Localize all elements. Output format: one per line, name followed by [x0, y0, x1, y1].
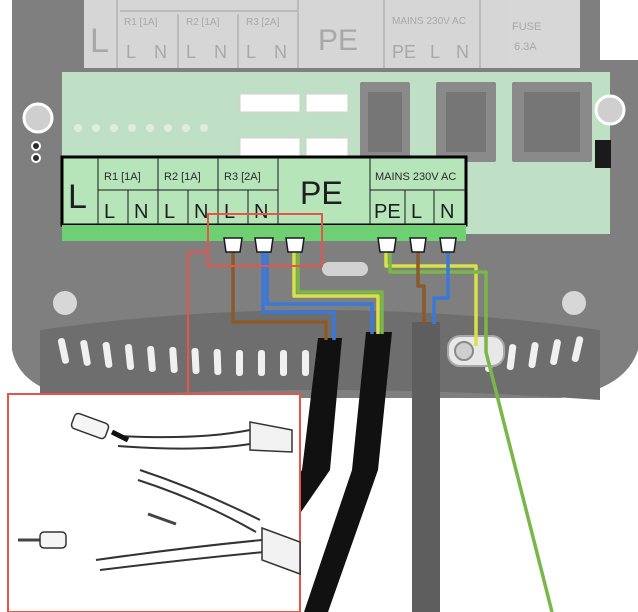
mounting-hole-left [53, 291, 77, 315]
top-terminal-ln-1: N [154, 42, 167, 62]
fuse-title: FUSE [512, 21, 541, 33]
mounting-hole-right [562, 291, 586, 315]
mains-wire-n [432, 248, 450, 324]
mains-cable [412, 322, 440, 612]
ferrule-detail-sketch [18, 412, 301, 576]
fuse-value: 6.3A [514, 41, 537, 53]
led-top [31, 141, 41, 151]
relay-cable-right [304, 332, 392, 612]
board-connectors [239, 93, 349, 157]
terminal-green-base [62, 225, 466, 241]
wire-ferrules [223, 237, 457, 253]
top-terminal-r3: R3 [2A] [246, 17, 280, 28]
terminal-dividers [97, 157, 466, 225]
top-terminal-mains-pin-2: N [456, 42, 469, 62]
wire-green [296, 248, 384, 334]
top-terminal-mains-pin-1: L [430, 42, 440, 62]
main-terminal-r2: R2 [1A] [164, 171, 201, 183]
wire-yellow [292, 248, 380, 334]
board-screw-left [22, 102, 54, 134]
main-terminal-mains-pin-0: PE [374, 201, 401, 223]
relay-wires [231, 248, 384, 340]
mains-wire-pe-green [388, 248, 554, 612]
wire-blue [261, 248, 336, 340]
board-dots [74, 124, 208, 132]
main-terminal-mains-pin-2: N [440, 201, 454, 223]
main-terminal-ln-3: N [194, 201, 208, 223]
top-terminal-ln-5: N [274, 42, 287, 62]
wire-brown [231, 248, 328, 340]
main-terminal-pe: PE [300, 175, 343, 211]
top-terminal-ln-4: L [246, 42, 256, 62]
callout-leader-line [187, 251, 208, 394]
top-terminal-ln-2: L [186, 42, 196, 62]
mains-wire-pe-yellow [384, 248, 478, 346]
main-terminal-ln-0: L [104, 201, 115, 223]
main-terminal-mains: MAINS 230V AC [375, 171, 456, 183]
top-terminal-pe: PE [318, 24, 358, 57]
top-terminal-block [84, 0, 580, 68]
top-terminal-ln-3: N [214, 42, 227, 62]
main-terminal-r1: R1 [1A] [104, 171, 141, 183]
relay-cable-left [206, 338, 342, 612]
top-terminal-l: L [90, 22, 109, 60]
top-terminal-ln-0: L [126, 42, 136, 62]
main-terminal-mains-pin-1: L [411, 201, 422, 223]
jumper-block [595, 140, 611, 168]
board-screw-right [594, 94, 626, 126]
led-bottom [31, 153, 41, 163]
main-terminal-l: L [68, 178, 87, 216]
callout-highlight-box [207, 213, 323, 267]
cable-clamp-hole [454, 341, 474, 361]
top-terminal-r2: R2 [1A] [186, 17, 220, 28]
main-terminal-r3: R3 [2A] [224, 171, 261, 183]
cable-slot [322, 262, 368, 276]
top-terminal-r1: R1 [1A] [124, 17, 158, 28]
mains-wire-l [416, 248, 426, 324]
wire-blue-2 [265, 248, 374, 334]
main-terminal-ln-5: N [254, 201, 268, 223]
relay-inner [368, 92, 580, 152]
top-terminal-mains-pin-0: PE [392, 42, 416, 62]
main-terminal-ln-4: L [224, 201, 235, 223]
main-terminal-ln-2: L [164, 201, 175, 223]
top-terminal-mains: MAINS 230V AC [392, 16, 466, 27]
main-terminal-ln-1: N [134, 201, 148, 223]
mains-wires [384, 248, 554, 612]
